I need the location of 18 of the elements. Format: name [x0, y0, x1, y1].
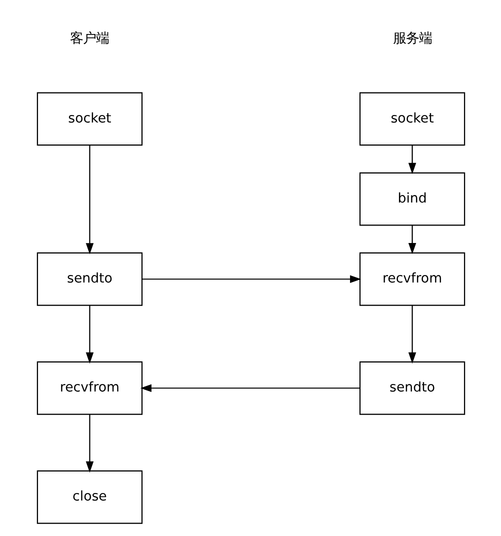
arrow [85, 145, 94, 254]
node-box: socket [36, 92, 142, 146]
arrow [408, 145, 416, 174]
arrow [140, 384, 359, 392]
arrow [408, 306, 416, 364]
node-box: bind [358, 172, 465, 226]
node-box: sendto [36, 252, 142, 306]
arrow [142, 275, 361, 284]
arrow [408, 225, 416, 254]
node-box: recvfrom [358, 252, 465, 306]
node-box: sendto [358, 361, 465, 415]
node-box: socket [358, 92, 465, 146]
arrow [85, 414, 94, 473]
node-box: close [36, 470, 142, 524]
label: 客户端 [70, 31, 109, 46]
node-box: recvfrom [36, 361, 142, 415]
arrow [85, 306, 94, 364]
label: 服务端 [392, 31, 432, 46]
